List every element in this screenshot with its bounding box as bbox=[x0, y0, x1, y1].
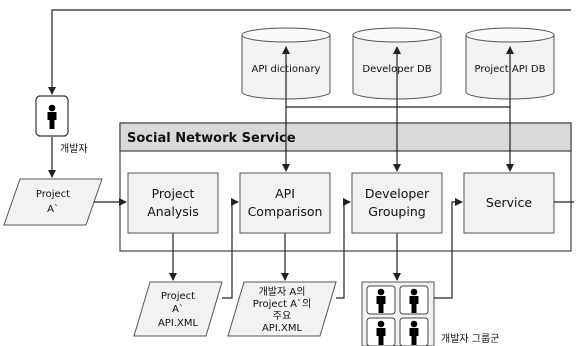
main-api-line4: API.XML bbox=[262, 323, 302, 334]
developer-actor bbox=[35, 95, 69, 137]
process-label-line2: Grouping bbox=[368, 204, 425, 219]
process-project-analysis: Project Analysis bbox=[127, 172, 219, 234]
main-api-line2: Project A`의 bbox=[253, 298, 311, 310]
main-api-line3: 주요 bbox=[273, 311, 291, 322]
sns-title: Social Network Service bbox=[127, 131, 296, 146]
main-api-xml-output: 개발자 A의 Project A`의 주요 API.XML bbox=[227, 281, 337, 337]
developer-label: 개발자 bbox=[60, 143, 88, 155]
developer-group bbox=[361, 281, 435, 346]
process-label-line2: Analysis bbox=[147, 204, 199, 219]
project-input-line2: A` bbox=[47, 203, 59, 215]
xml-to-comparison-arrow bbox=[222, 198, 239, 299]
process-label-line1: Developer bbox=[365, 186, 430, 201]
project-input-line1: Project bbox=[36, 189, 70, 200]
process-developer-grouping: Developer Grouping bbox=[351, 172, 443, 234]
process-api-comparison: API Comparison bbox=[239, 172, 331, 234]
main-xml-to-grouping-arrow bbox=[336, 198, 351, 299]
feedback-arrow bbox=[48, 9, 571, 95]
api-xml-output: Project A` API.XML bbox=[133, 281, 223, 337]
api-xml-line1: Project bbox=[161, 291, 195, 302]
api-xml-line3: API.XML bbox=[158, 318, 198, 329]
main-api-line1: 개발자 A의 bbox=[259, 286, 306, 298]
process-label-line1: Project bbox=[152, 186, 195, 201]
project-input: Project A` bbox=[3, 178, 103, 226]
process-service: Service bbox=[463, 172, 555, 234]
developer-group-label: 개발자 그룹군 bbox=[441, 333, 499, 345]
api-xml-line2: A` bbox=[172, 303, 184, 315]
process-label-line1: Service bbox=[486, 195, 533, 210]
group-to-service-arrow bbox=[434, 198, 463, 299]
process-label-line2: Comparison bbox=[248, 204, 323, 219]
process-label-line1: API bbox=[275, 186, 295, 201]
